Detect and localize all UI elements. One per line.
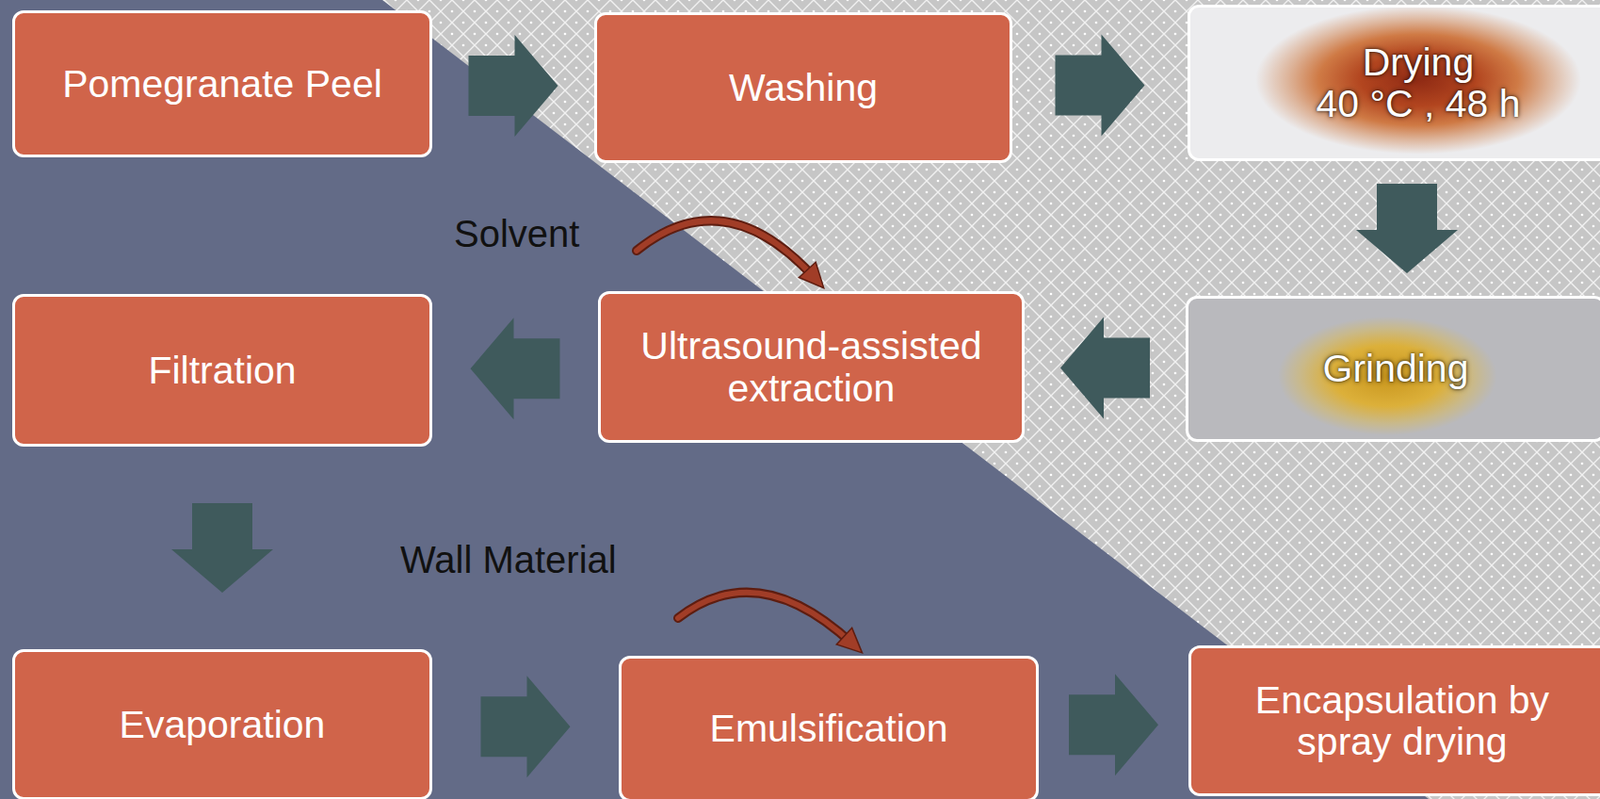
block-arrow: [1068, 673, 1159, 776]
step-label: 40 °C , 48 h: [1316, 82, 1521, 125]
block-arrow: [171, 502, 274, 593]
process-box: Evaporation: [12, 648, 433, 799]
block-arrow: [468, 34, 559, 137]
curved-arrow: [636, 220, 816, 279]
process-box: Filtration: [12, 293, 433, 447]
curved-arrow-outline: [636, 220, 816, 279]
block-arrow: [481, 675, 571, 777]
process-box: Pomegranate Peel: [12, 10, 433, 158]
process-box: Ultrasound-assisted extraction: [597, 290, 1025, 443]
step-label: Ultrasound-assisted extraction: [614, 324, 1009, 409]
photo-process-box: Grinding: [1185, 295, 1600, 442]
step-label: Encapsulation by spray drying: [1204, 678, 1600, 763]
input-label: Wall Material: [400, 538, 617, 581]
block-arrow: [470, 317, 561, 420]
curved-arrow: [678, 592, 854, 645]
block-arrow: [1055, 34, 1146, 137]
block-arrow: [1356, 183, 1458, 274]
step-label: Filtration: [147, 349, 296, 391]
step-label: Evaporation: [119, 703, 326, 745]
process-box: Emulsification: [618, 655, 1039, 799]
step-label: Pomegranate Peel: [62, 63, 383, 105]
step-label: Emulsification: [710, 707, 949, 749]
input-label: Solvent: [453, 212, 580, 255]
block-arrow: [1060, 317, 1150, 420]
process-box: Washing: [594, 12, 1013, 163]
step-label: Drying: [1362, 41, 1474, 83]
curved-arrow-outline: [678, 592, 854, 645]
process-box: Encapsulation by spray drying: [1188, 645, 1600, 796]
step-label: Washing: [728, 66, 878, 109]
photo-process-box: Drying40 °C , 48 h: [1187, 4, 1600, 162]
step-label: Grinding: [1323, 347, 1470, 389]
